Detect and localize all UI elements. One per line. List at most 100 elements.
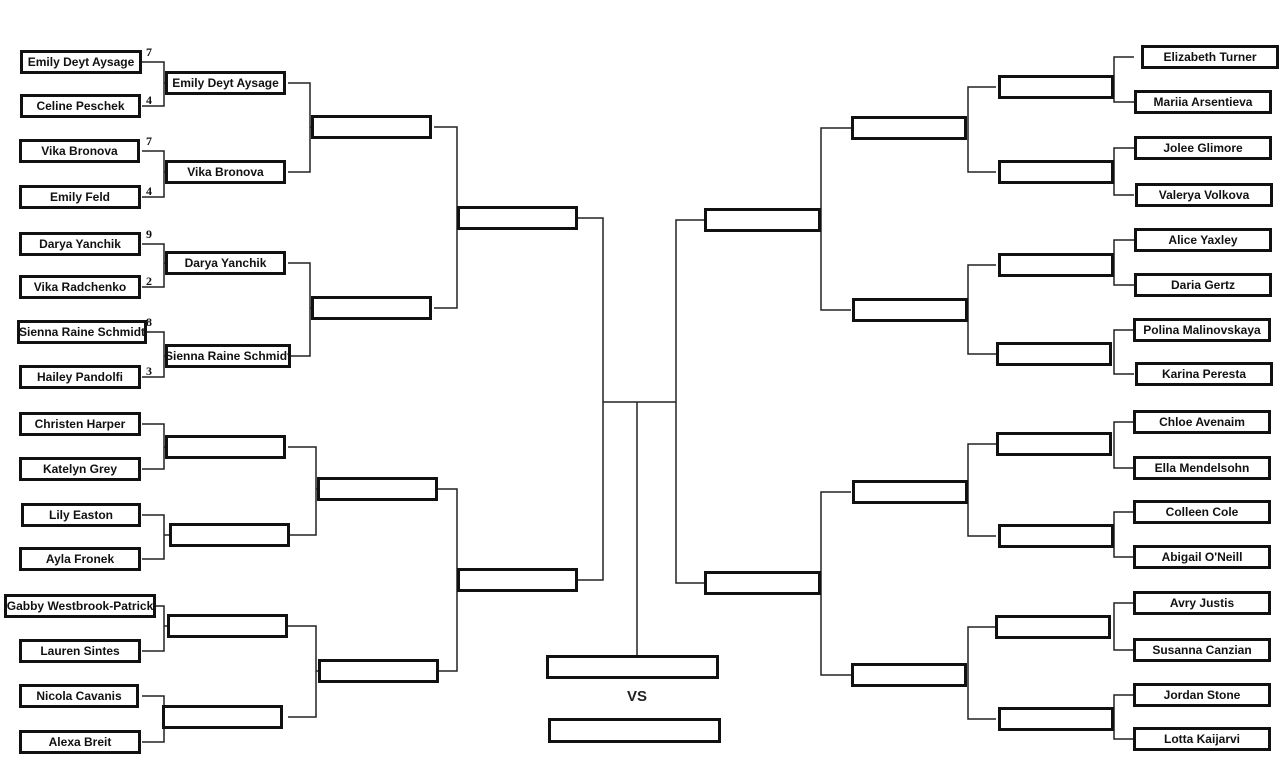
- right-r4-slot: [704, 571, 821, 595]
- right-r1-player-slot: Polina Malinovskaya: [1133, 318, 1271, 342]
- final-slot-top: [546, 655, 719, 679]
- left-r2-slot: [169, 523, 290, 547]
- left-r1-player-slot: Ayla Fronek: [19, 547, 141, 571]
- left-r1-player-slot: Christen Harper: [19, 412, 141, 436]
- right-r3-slot: [851, 116, 967, 140]
- right-r1-player-slot: Lotta Kaijarvi: [1133, 727, 1271, 751]
- connector-line: [434, 488, 458, 672]
- right-r1-player-slot: Chloe Avenaim: [1133, 410, 1271, 434]
- right-r2-slot: [996, 432, 1112, 456]
- match-score: 3: [146, 364, 152, 378]
- right-r1-player-slot: Karina Peresta: [1135, 362, 1273, 386]
- connector-line: [967, 443, 996, 537]
- right-r1-player-slot: Colleen Cole: [1133, 500, 1271, 524]
- left-r2-slot: Emily Deyt Aysage: [165, 71, 286, 95]
- right-r2-slot: [998, 253, 1114, 277]
- left-r1-player-slot: Gabby Westbrook-Patrick: [4, 594, 156, 618]
- left-r4-slot: [457, 206, 578, 230]
- connector-line: [142, 331, 165, 378]
- right-r1-player-slot: Mariia Arsentieva: [1134, 90, 1272, 114]
- right-r3-slot: [851, 663, 967, 687]
- left-r1-player-slot: Lily Easton: [21, 503, 141, 527]
- left-r1-player-slot: Celine Peschek: [20, 94, 141, 118]
- connector-line: [288, 262, 311, 357]
- right-r2-slot: [998, 75, 1114, 99]
- match-score: 7: [146, 134, 152, 148]
- left-r2-slot: Vika Bronova: [165, 160, 286, 184]
- left-r1-player-slot: Sienna Raine Schmidt: [17, 320, 147, 344]
- left-r3-slot: [311, 296, 432, 320]
- left-r1-player-slot: Lauren Sintes: [19, 639, 141, 663]
- right-r1-player-slot: Jolee Glimore: [1134, 136, 1272, 160]
- left-r3-slot: [317, 477, 438, 501]
- left-r2-slot: [167, 614, 288, 638]
- right-r1-player-slot: Daria Gertz: [1134, 273, 1272, 297]
- match-score: 9: [146, 227, 152, 241]
- left-r3-slot: [311, 115, 432, 139]
- right-r2-slot: [998, 160, 1114, 184]
- left-r1-player-slot: Katelyn Grey: [19, 457, 141, 481]
- right-r2-slot: [996, 342, 1112, 366]
- match-score: 4: [146, 93, 152, 107]
- left-r1-player-slot: Emily Deyt Aysage: [20, 50, 142, 74]
- right-r2-slot: [995, 615, 1111, 639]
- connector-line: [820, 491, 851, 676]
- left-r1-player-slot: Nicola Cavanis: [19, 684, 139, 708]
- connector-line: [142, 695, 165, 743]
- match-score: 2: [146, 274, 152, 288]
- right-r3-slot: [852, 480, 968, 504]
- connector-line: [967, 626, 996, 720]
- connector-line: [288, 625, 317, 718]
- connector-line: [1113, 511, 1134, 558]
- match-score: 4: [146, 184, 152, 198]
- connector-line: [578, 217, 604, 581]
- right-r1-player-slot: Valerya Volkova: [1135, 183, 1273, 207]
- connector-line: [1113, 56, 1134, 103]
- connector-line: [1113, 147, 1134, 196]
- connector-line: [142, 514, 165, 560]
- connector-line: [675, 219, 704, 584]
- right-r2-slot: [998, 524, 1114, 548]
- connector-line: [1113, 694, 1134, 740]
- left-r1-player-slot: Alexa Breit: [19, 730, 141, 754]
- left-r2-slot: Darya Yanchik: [165, 251, 286, 275]
- connector-line: [288, 82, 311, 173]
- connector-line: [142, 243, 165, 288]
- right-r1-player-slot: Avry Justis: [1133, 591, 1271, 615]
- connector-line: [1113, 602, 1134, 651]
- match-score: 8: [146, 315, 152, 329]
- right-r4-slot: [704, 208, 821, 232]
- left-r2-slot: [165, 435, 286, 459]
- connector-line: [142, 61, 165, 107]
- right-r3-slot: [852, 298, 968, 322]
- vs-label: VS: [627, 688, 648, 705]
- connector-line: [967, 86, 996, 173]
- left-r1-player-slot: Emily Feld: [19, 185, 141, 209]
- connector-line: [1113, 421, 1134, 469]
- connector-line: [434, 126, 458, 309]
- connector-line: [142, 423, 165, 470]
- right-r1-player-slot: Susanna Canzian: [1133, 638, 1271, 662]
- right-r2-slot: [998, 707, 1114, 731]
- connector-line: [1113, 329, 1134, 375]
- left-r4-slot: [457, 568, 578, 592]
- connector-line: [1113, 239, 1134, 286]
- right-r1-player-slot: Ella Mendelsohn: [1133, 456, 1271, 480]
- left-r3-slot: [318, 659, 439, 683]
- left-r1-player-slot: Vika Bronova: [19, 139, 140, 163]
- right-r1-player-slot: Jordan Stone: [1133, 683, 1271, 707]
- final-slot-bottom: [548, 718, 721, 743]
- left-r2-slot: [162, 705, 283, 729]
- match-score: 7: [146, 45, 152, 59]
- right-r1-player-slot: Elizabeth Turner: [1141, 45, 1279, 69]
- right-r1-player-slot: Abigail O'Neill: [1133, 545, 1271, 569]
- left-r1-player-slot: Vika Radchenko: [19, 275, 141, 299]
- connector-line: [288, 446, 317, 536]
- right-r1-player-slot: Alice Yaxley: [1134, 228, 1272, 252]
- left-r1-player-slot: Darya Yanchik: [19, 232, 141, 256]
- connector-line: [142, 150, 165, 198]
- connector-line: [820, 127, 851, 311]
- left-r1-player-slot: Hailey Pandolfi: [19, 365, 141, 389]
- connector-line: [967, 264, 996, 355]
